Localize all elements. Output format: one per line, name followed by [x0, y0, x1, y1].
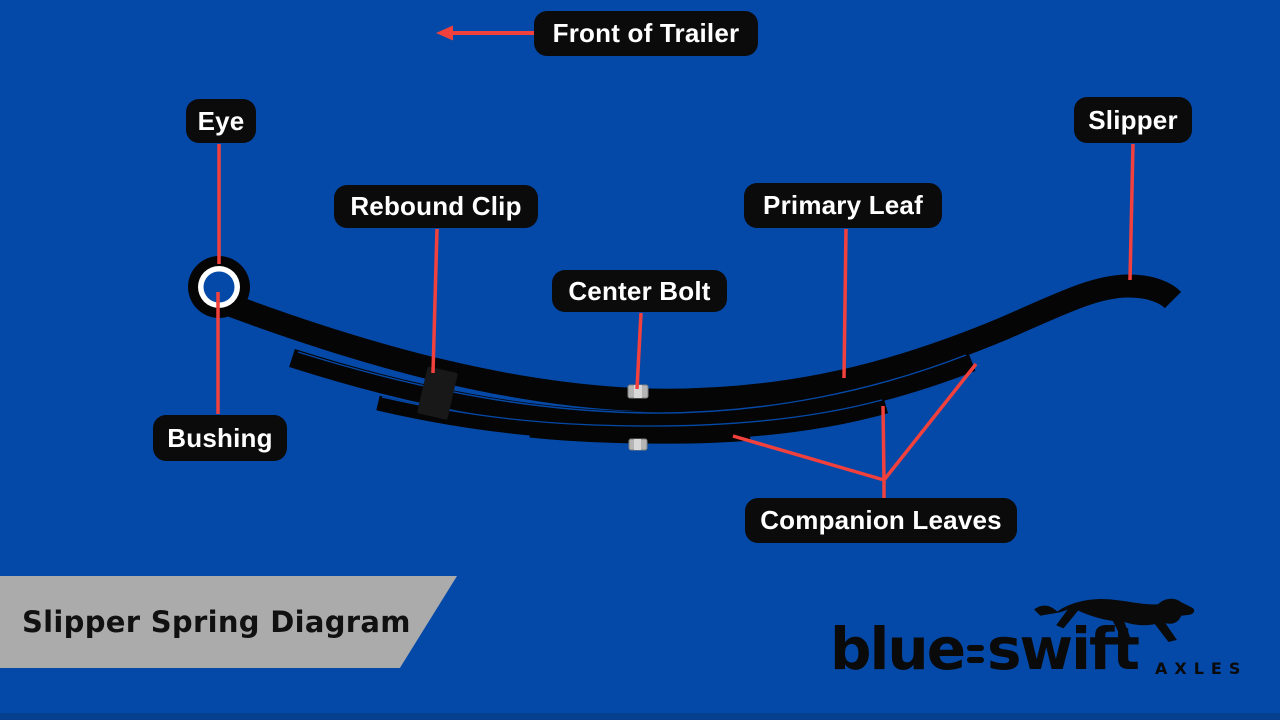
leaf-gap-hairline	[297, 351, 967, 414]
logo-word-blue: blue	[830, 615, 966, 683]
page-title: Slipper Spring Diagram	[22, 605, 411, 639]
companion-leaf-1-shape	[289, 348, 976, 431]
label-eye: Eye	[186, 99, 256, 143]
cheetah-icon	[1034, 598, 1195, 642]
logo-suffix: AXLES	[1155, 659, 1248, 678]
logo-wordmark: blue swift	[830, 615, 1140, 683]
label-rebound-clip: Rebound Clip	[334, 185, 538, 228]
spring-eye	[188, 256, 250, 318]
center-bolt-pointer-line	[635, 312, 643, 390]
arrow-left-icon	[436, 25, 534, 41]
companion-leaves-pointer-lines	[732, 362, 978, 498]
label-primary-leaf: Primary Leaf	[744, 183, 942, 228]
logo-dash	[967, 645, 985, 663]
center-bolt-shape	[627, 384, 649, 451]
logo-word-swift: swift	[987, 615, 1140, 683]
center-bolt-top-highlight	[634, 385, 642, 398]
label-slipper: Slipper	[1074, 97, 1192, 143]
footer-strip	[0, 713, 1280, 720]
rebound-clip-shape	[417, 366, 458, 420]
label-center-bolt: Center Bolt	[552, 270, 727, 312]
center-bolt-bottom-highlight	[634, 439, 641, 450]
bushing-bore	[203, 271, 235, 303]
leaf-gap-hairline	[381, 396, 883, 427]
label-front-of-trailer: Front of Trailer	[534, 11, 758, 56]
title-banner: Slipper Spring Diagram	[0, 576, 457, 668]
label-bushing: Bushing	[153, 415, 287, 461]
rebound-clip-pointer-line	[431, 228, 439, 374]
blueswift-logo: blue swift AXLES	[828, 588, 1278, 716]
pointer-lines	[216, 25, 1135, 498]
label-companion-leaves: Companion Leaves	[745, 498, 1017, 543]
companion-leaf-2-shape	[376, 395, 889, 441]
primary-leaf-pointer-line	[842, 228, 848, 379]
slipper-pointer-line	[1128, 143, 1135, 281]
